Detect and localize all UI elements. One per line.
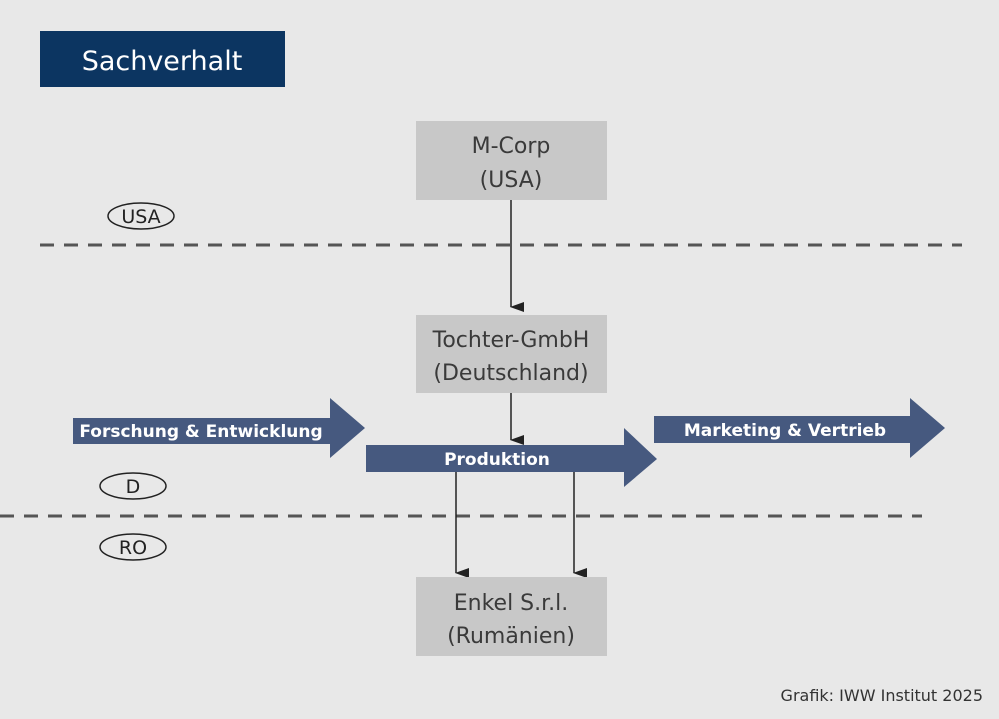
entity-m-corp: M-Corp (USA) xyxy=(416,121,607,200)
entity-tochter-gmbh: Tochter-GmbH (Deutschland) xyxy=(416,315,607,393)
arrow-marketing-vertrieb: Marketing & Vertrieb xyxy=(654,398,945,458)
arrow-produktion: Produktion xyxy=(366,428,657,487)
country-d: D xyxy=(99,472,167,500)
svg-text:Marketing & Vertrieb: Marketing & Vertrieb xyxy=(684,421,886,441)
arrow-forschung-entwicklung: Forschung & Entwicklung xyxy=(73,398,365,458)
svg-text:Produktion: Produktion xyxy=(444,450,550,470)
country-ro: RO xyxy=(99,533,167,561)
title-banner: Sachverhalt xyxy=(40,31,285,87)
svg-text:Enkel S.r.l.: Enkel S.r.l. xyxy=(454,591,569,616)
svg-text:D: D xyxy=(126,476,141,498)
credit-text: Grafik: IWW Institut 2025 xyxy=(781,686,983,705)
svg-text:Tochter-GmbH: Tochter-GmbH xyxy=(432,328,590,353)
svg-text:(Deutschland): (Deutschland) xyxy=(433,361,588,386)
page-title: Sachverhalt xyxy=(82,46,243,77)
country-usa: USA xyxy=(107,202,175,230)
svg-text:USA: USA xyxy=(121,206,160,228)
svg-text:M-Corp: M-Corp xyxy=(472,134,551,159)
svg-text:(Rumänien): (Rumänien) xyxy=(447,624,575,649)
svg-text:Forschung & Entwicklung: Forschung & Entwicklung xyxy=(79,422,322,442)
svg-text:RO: RO xyxy=(119,537,147,559)
svg-text:(USA): (USA) xyxy=(480,168,543,193)
entity-enkel-srl: Enkel S.r.l. (Rumänien) xyxy=(416,577,607,656)
